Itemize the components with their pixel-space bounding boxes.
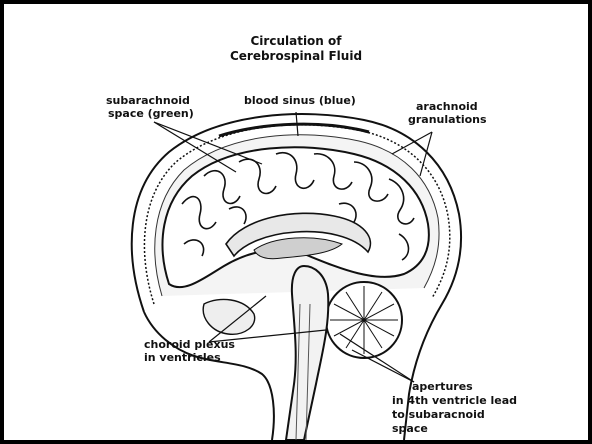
blood-sinus [219, 124, 369, 136]
brain-sagittal-diagram [4, 4, 588, 440]
label-subarachnoid-line2: space (green) [108, 107, 194, 120]
diagram-title-line1: Circulation of [204, 34, 388, 49]
label-arachnoid-line1: arachnoid [416, 100, 478, 113]
diagram-title-line2: Cerebrospinal Fluid [204, 49, 388, 64]
label-blood-sinus: blood sinus (blue) [244, 94, 356, 107]
label-arachnoid-line2: granulations [408, 113, 487, 126]
label-choroid-line2: in ventricles [144, 351, 221, 364]
label-apertures-line4: space [392, 422, 428, 435]
slide-frame: Circulation of Cerebrospinal Fluid subar… [4, 4, 588, 440]
sinus-cavity [203, 299, 254, 334]
face-contour [144, 312, 274, 440]
label-subarachnoid-line1: subarachnoid [106, 94, 190, 107]
label-apertures-line3: to subaracnoid [392, 408, 485, 421]
label-apertures-line1: apertures [412, 380, 473, 393]
label-choroid-line1: choroid plexus [144, 338, 235, 351]
label-apertures-line2: in 4th ventricle lead [392, 394, 517, 407]
